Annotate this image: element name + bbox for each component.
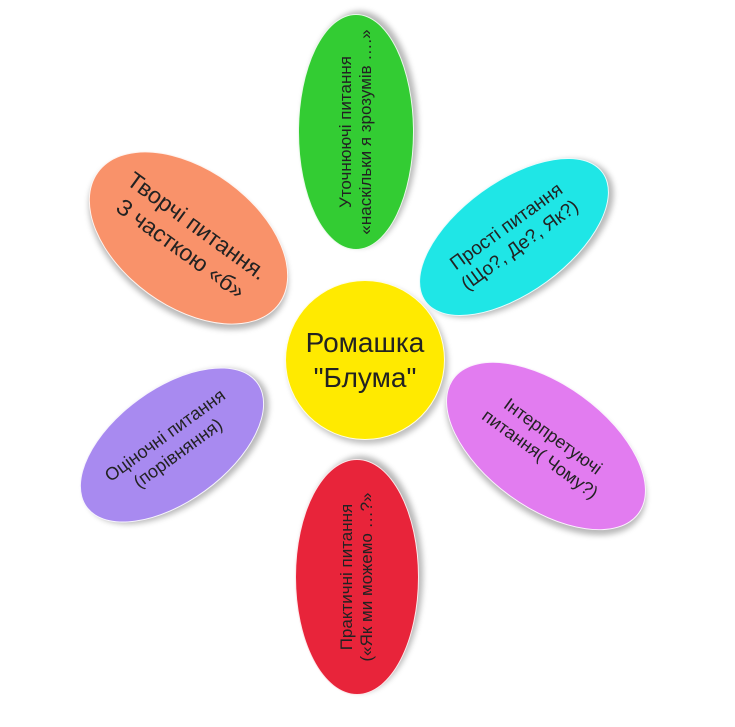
petal-label: Практичні питання («Як ми можемо …?» <box>336 492 376 662</box>
petal-label: Уточнюючі питання «наскільки я зрозумів … <box>335 29 375 235</box>
petal-practical-questions: Практичні питання («Як ми можемо …?» <box>295 459 419 695</box>
center-title: Ромашка "Блума" <box>305 327 425 393</box>
petal-label: Прості питання (Що?, Де?, Як?) <box>446 179 583 295</box>
petal-creative-questions: Творчі питання. З часткою «б» <box>56 116 320 360</box>
petal-label: Оціночні питання (порівняння) <box>101 385 230 492</box>
flower-center: Ромашка "Блума" <box>285 280 445 440</box>
petal-evaluative-questions: Оціночні питання (порівняння) <box>52 336 292 554</box>
petal-clarifying-questions: Уточнюючі питання «наскільки я зрозумів … <box>298 14 414 250</box>
petal-label: Інтерпретуючі питання( Чому?) <box>478 394 606 503</box>
petal-label: Творчі питання. З часткою «б» <box>110 166 272 304</box>
petal-interpretive-questions: Інтерпретуючі питання( Чому?) <box>416 328 676 564</box>
